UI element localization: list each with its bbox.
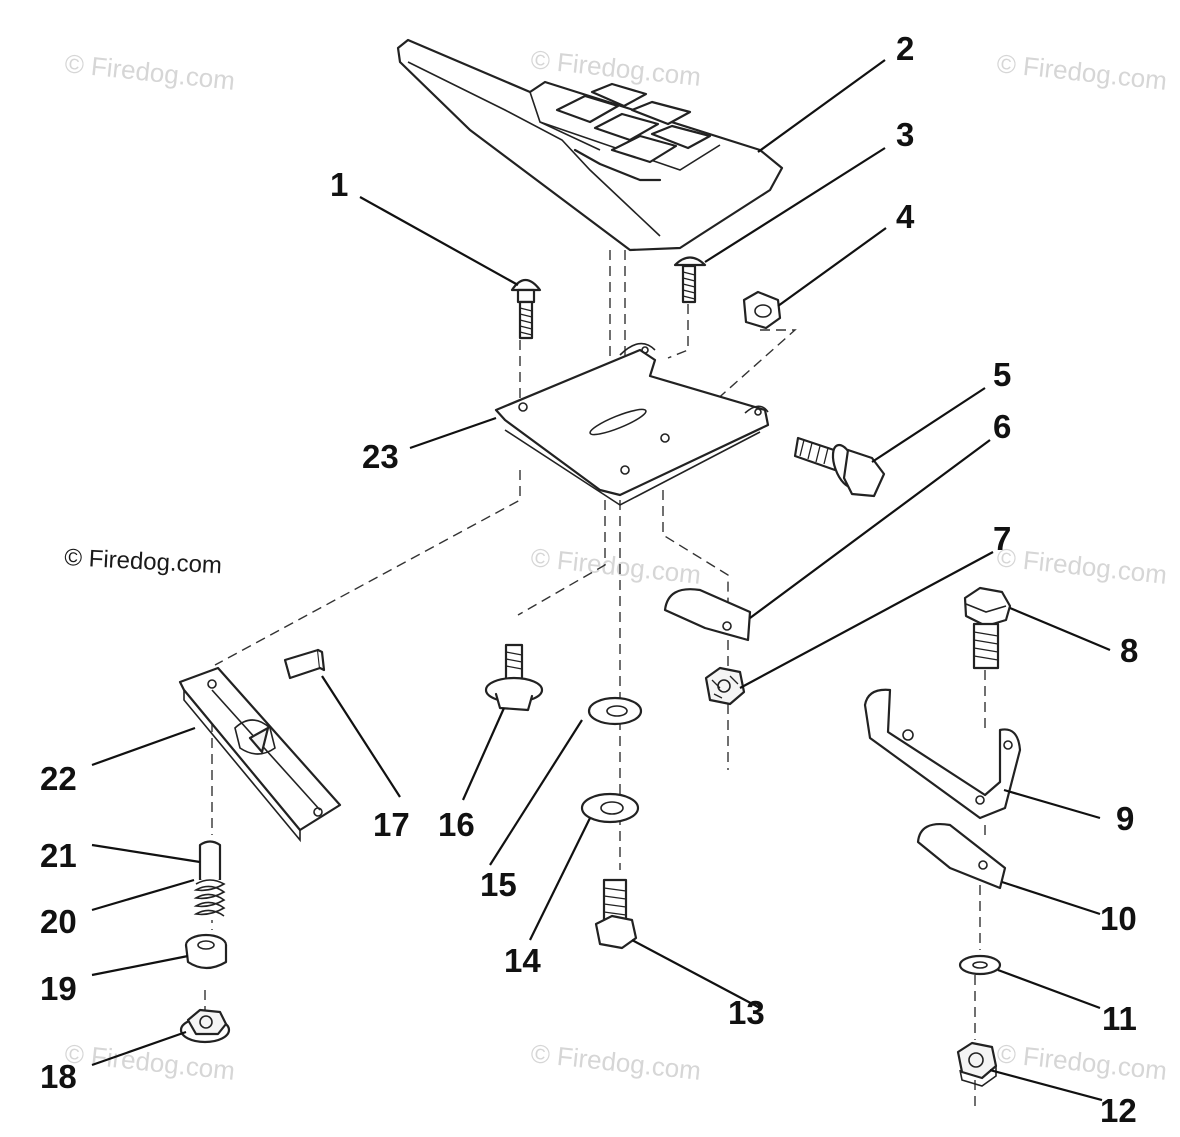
watermark-top-left: © Firedog.com <box>63 48 236 96</box>
callout-10: 10 <box>1100 900 1137 937</box>
callout-15: 15 <box>480 866 517 903</box>
callout-22: 22 <box>40 760 77 797</box>
flange-nut-part-18 <box>179 1008 231 1044</box>
washer-part-15 <box>587 696 643 726</box>
callout-17: 17 <box>373 806 410 843</box>
seat-plate-part-23 <box>494 342 770 506</box>
washer-part-11 <box>958 954 1002 976</box>
watermark-middle-right: © Firedog.com <box>995 542 1168 590</box>
callout-9: 9 <box>1116 800 1134 837</box>
callout-4: 4 <box>896 198 915 235</box>
clip-part-6 <box>663 588 752 642</box>
washer-part-14 <box>580 792 640 824</box>
spring-part-20 <box>193 879 226 920</box>
shoulder-bolt-part-16 <box>484 643 544 712</box>
callout-1: 1 <box>330 166 348 203</box>
callout-11: 11 <box>1102 1000 1137 1037</box>
seat-part-2 <box>396 38 784 252</box>
callout-21: 21 <box>40 837 77 874</box>
round-head-screw-part-3 <box>673 256 707 304</box>
callout-5: 5 <box>993 356 1011 393</box>
watermark-bottom-center: © Firedog.com <box>529 1038 702 1086</box>
lock-nut-part-7 <box>704 666 746 706</box>
watermark-dark: © Firedog.com <box>64 544 223 579</box>
callout-leader-lines <box>91 59 1111 1102</box>
callout-18: 18 <box>40 1058 77 1095</box>
hex-bolt-part-8 <box>963 586 1012 670</box>
callout-7: 7 <box>993 520 1011 557</box>
bushing-part-19 <box>184 933 228 970</box>
callout-8: 8 <box>1120 632 1138 669</box>
callout-14: 14 <box>504 942 541 979</box>
callout-12: 12 <box>1100 1092 1137 1129</box>
callout-16: 16 <box>438 806 475 843</box>
assembly-dashed-lines <box>204 250 986 1110</box>
callout-numbers: 1 2 3 4 5 6 7 8 9 10 11 12 13 14 15 16 1… <box>40 30 1138 1129</box>
pin-part-21 <box>198 840 222 886</box>
bracket-part-9 <box>863 688 1022 820</box>
clip-part-10 <box>916 823 1007 890</box>
watermark-top-right: © Firedog.com <box>995 48 1168 96</box>
callout-6: 6 <box>993 408 1011 445</box>
carriage-bolt-part-1 <box>510 278 542 340</box>
callout-2: 2 <box>896 30 914 67</box>
nut-part-4 <box>742 290 782 330</box>
watermark-middle-center: © Firedog.com <box>529 542 702 590</box>
hex-bolt-part-13 <box>594 878 638 950</box>
callout-20: 20 <box>40 903 77 940</box>
callout-19: 19 <box>40 970 77 1007</box>
callout-23: 23 <box>362 438 399 475</box>
callout-3: 3 <box>896 116 914 153</box>
nylock-nut-part-12 <box>956 1041 998 1087</box>
flange-bolt-part-5 <box>793 436 886 498</box>
callout-13: 13 <box>728 994 765 1031</box>
block-part-17 <box>283 648 326 680</box>
slide-plate-part-22 <box>178 666 342 843</box>
